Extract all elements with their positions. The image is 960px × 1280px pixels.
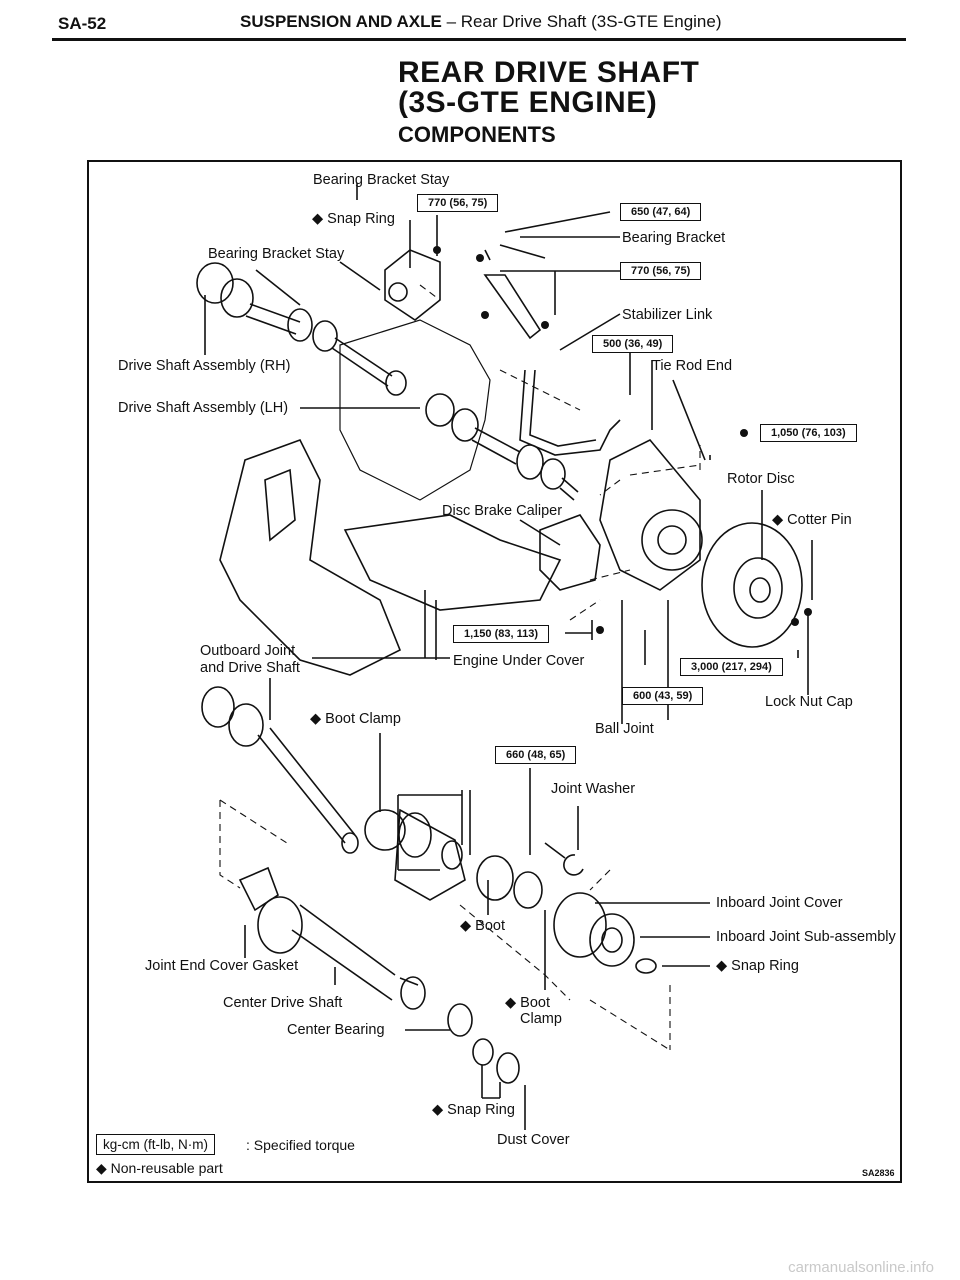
label-center-bearing: Center Bearing (287, 1022, 385, 1038)
label-ball-joint: Ball Joint (595, 721, 654, 737)
header-rule (52, 38, 906, 41)
page-header: SUSPENSION AND AXLE – Rear Drive Shaft (… (240, 12, 722, 32)
label-bearing-bracket-stay-top: Bearing Bracket Stay (313, 172, 450, 188)
label-boot-clamp-1: ◆ Boot (505, 995, 551, 1011)
title-line-1: REAR DRIVE SHAFT (398, 56, 700, 89)
label-inboard-joint-cover: Inboard Joint Cover (716, 895, 843, 911)
section-name: SUSPENSION AND AXLE (240, 12, 442, 31)
label-engine-under-cover: Engine Under Cover (453, 653, 585, 669)
page-code: SA-52 (58, 14, 107, 33)
label-snap-ring-bottom: ◆ Snap Ring (432, 1102, 515, 1118)
torque-box: 770 (56, 75) (417, 194, 499, 212)
label-lock-nut-cap: Lock Nut Cap (765, 694, 853, 710)
label-outboard-joint: Outboard Joint (200, 643, 296, 659)
label-disc-brake-caliper: Disc Brake Caliper (442, 503, 563, 519)
torque-box: 600 (43, 59) (622, 687, 704, 705)
center-drive-shaft-drawing (238, 866, 426, 1010)
torque-box: 3,000 (217, 294) (680, 658, 783, 676)
label-and-drive-shaft: and Drive Shaft (200, 660, 300, 676)
torque-box: 770 (56, 75) (620, 262, 702, 280)
label-joint-end-cover-gasket: Joint End Cover Gasket (145, 958, 299, 974)
page-title: REAR DRIVE SHAFT (3S-GTE ENGINE) (398, 58, 699, 118)
outboard-joint-drawing (201, 686, 359, 854)
torque-box: 660 (48, 65) (495, 746, 577, 764)
label-cotter-pin: ◆ Cotter Pin (772, 512, 852, 528)
watermark: carmanualsonline.info (788, 1259, 934, 1276)
label-bearing-bracket: Bearing Bracket (622, 230, 726, 246)
diagram-frame (87, 160, 902, 1183)
label-dust-cover: Dust Cover (497, 1132, 570, 1148)
figure-code: SA2836 (862, 1168, 895, 1178)
label-snap-ring-top: ◆ Snap Ring (312, 211, 395, 227)
label-boot: ◆ Boot (460, 918, 506, 934)
label-bearing-bracket-stay: Bearing Bracket Stay (208, 246, 345, 262)
legend-torque-unit: kg-cm (ft-lb, N·m) (96, 1134, 215, 1155)
title-line-2: (3S-GTE ENGINE) (398, 86, 658, 119)
torque-box: 500 (36, 49) (592, 335, 674, 353)
drive-shaft-rh-drawing (196, 262, 407, 396)
label-drive-shaft-rh: Drive Shaft Assembly (RH) (118, 358, 291, 374)
drive-shaft-lh-drawing (425, 393, 579, 501)
label-tie-rod-end: Tie Rod End (652, 358, 733, 374)
label-boot-clamp-2: Clamp (520, 1011, 562, 1027)
legend-non-reusable: ◆ Non-reusable part (96, 1160, 223, 1176)
torque-box: 1,150 (83, 113) (453, 625, 550, 643)
label-snap-ring-right: ◆ Snap Ring (716, 958, 799, 974)
torque-box: 1,050 (76, 103) (760, 424, 857, 442)
subsection-name: – Rear Drive Shaft (3S-GTE Engine) (446, 12, 722, 31)
legend-specified-torque: : Specified torque (246, 1137, 355, 1153)
label-boot-clamp-top: ◆ Boot Clamp (310, 711, 401, 727)
label-inboard-joint-sub-assembly: Inboard Joint Sub-assembly (716, 929, 896, 945)
components-heading: COMPONENTS (398, 122, 556, 147)
label-center-drive-shaft: Center Drive Shaft (223, 995, 343, 1011)
label-rotor-disc: Rotor Disc (727, 471, 795, 487)
label-drive-shaft-lh: Drive Shaft Assembly (LH) (118, 400, 289, 416)
label-joint-washer: Joint Washer (551, 781, 636, 797)
label-stabilizer-link: Stabilizer Link (622, 307, 713, 323)
torque-box: 650 (47, 64) (620, 203, 702, 221)
